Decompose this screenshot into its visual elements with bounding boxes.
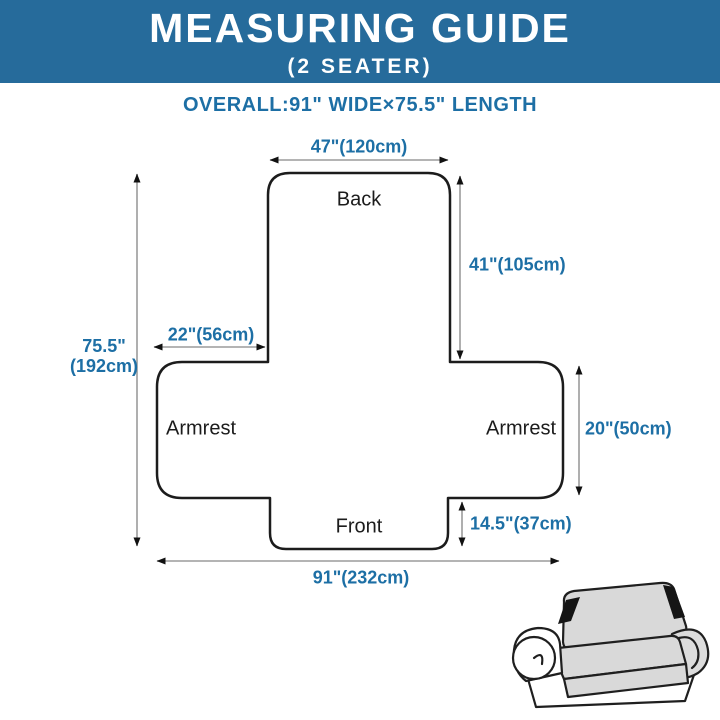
sofa-strap-left	[558, 597, 580, 624]
cover-outline-shape	[155, 171, 565, 551]
measurement-overall-height: 75.5" (192cm)	[70, 336, 138, 376]
measurement-front-height: 14.5"(37cm)	[470, 513, 572, 534]
sofa-seat-front	[562, 662, 690, 699]
measurement-back-height: 41"(105cm)	[469, 254, 566, 275]
page-title: MEASURING GUIDE	[149, 5, 571, 52]
measurement-arm-depth: 22"(56cm)	[167, 324, 255, 345]
header-banner: MEASURING GUIDE (2 SEATER)	[0, 0, 720, 83]
label-armrest-right: Armrest	[486, 417, 556, 440]
measurement-overall-height-cm: (192cm)	[69, 356, 139, 376]
measurement-overall-height-inches: 75.5"	[82, 336, 126, 356]
sofa-strap-right	[663, 585, 685, 619]
sofa-illustration	[511, 581, 710, 709]
label-front: Front	[335, 515, 383, 538]
sofa-arm-right-roll-line	[677, 636, 700, 670]
label-back: Back	[336, 188, 382, 211]
label-armrest-left: Armrest	[166, 417, 236, 440]
measurement-top-width: 47"(120cm)	[310, 136, 408, 157]
overall-dimensions-text: OVERALL:91" WIDE×75.5" LENGTH	[182, 94, 538, 116]
measurement-arm-height: 20"(50cm)	[585, 418, 672, 439]
sofa-arm-left-roll-line	[532, 654, 544, 666]
measurement-bottom-width: 91"(232cm)	[312, 567, 410, 588]
page-subtitle: (2 SEATER)	[287, 54, 433, 78]
